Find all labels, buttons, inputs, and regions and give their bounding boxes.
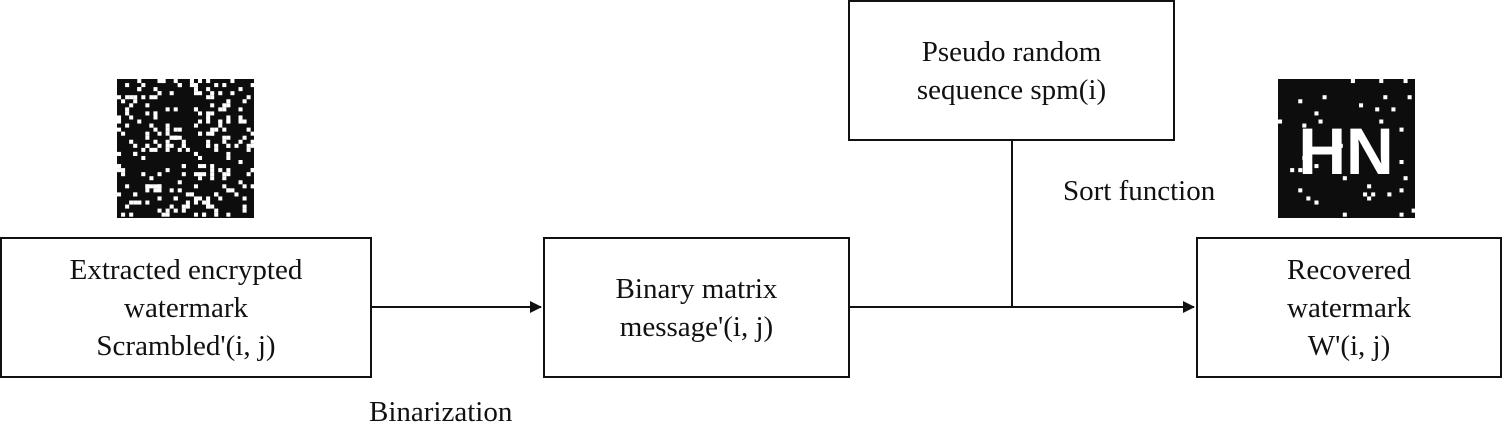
recovered-line-3: W'(i, j)	[1307, 329, 1391, 362]
sort-function-label: Sort function	[1063, 175, 1216, 207]
binary-line-1: Binary matrix	[615, 272, 778, 305]
extracted-watermark-box: Extracted encrypted watermark Scrambled'…	[0, 237, 372, 378]
recovered-watermark-box: Recovered watermark W'(i, j)	[1196, 237, 1502, 378]
recovered-watermark-text: HN	[1298, 114, 1393, 188]
pseudo-random-sequence-box: Pseudo random sequence spm(i)	[848, 0, 1175, 141]
extracted-line-3: Scrambled'(i, j)	[96, 329, 276, 362]
recovered-line-1: Recovered	[1287, 253, 1411, 286]
prng-line-1: Pseudo random	[921, 35, 1102, 68]
extracted-line-2: watermark	[124, 291, 248, 324]
prng-line-2: sequence spm(i)	[916, 73, 1107, 106]
binarization-label: Binarization	[369, 396, 513, 428]
recovered-line-2: watermark	[1287, 291, 1411, 324]
recovered-watermark-image: HN	[1278, 79, 1415, 218]
binary-matrix-box: Binary matrix message'(i, j)	[543, 237, 850, 378]
binary-line-2: message'(i, j)	[619, 310, 774, 343]
scrambled-watermark-image	[117, 79, 254, 218]
extracted-line-1: Extracted encrypted	[69, 253, 303, 286]
